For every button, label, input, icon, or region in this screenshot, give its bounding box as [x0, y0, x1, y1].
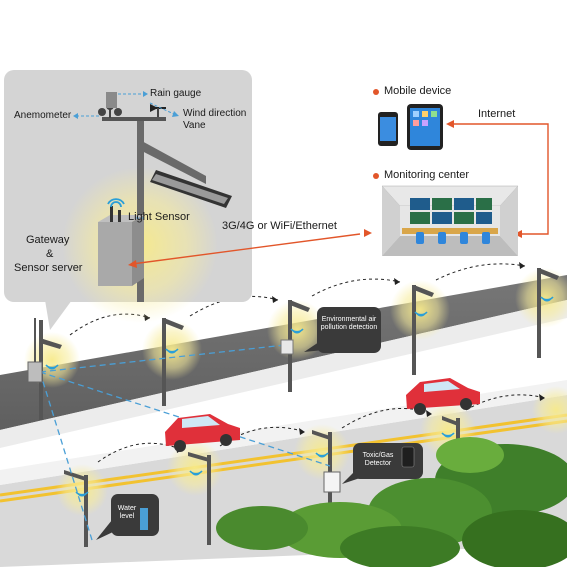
monitoring-center-label: Monitoring center: [384, 169, 469, 181]
rain-gauge-label: Rain gauge: [150, 88, 202, 99]
gateway-label-2: &: [46, 248, 54, 260]
wifi-icons: [45, 296, 554, 497]
water-callout-line-2: level: [119, 513, 135, 521]
bullet-mobile: [373, 89, 379, 95]
gas-detector-box: [323, 471, 341, 493]
water-callout-line-1: Water: [117, 505, 137, 512]
env-callout-line-2: pollution detection: [320, 324, 378, 332]
panel-leader-lines: [76, 93, 177, 219]
phone-icon: [378, 112, 398, 146]
gateway-label-3: Sensor server: [14, 262, 83, 274]
network-links: [131, 123, 549, 265]
anemometer-label: Anemometer: [14, 110, 72, 121]
toxic-callout-bubble: [342, 443, 423, 484]
trees: [216, 437, 567, 567]
bullet-monitoring: [373, 173, 379, 179]
car-right: [406, 378, 480, 415]
toxic-callout-line-1: Toxic/Gas: [362, 452, 394, 459]
network-label: 3G/4G or WiFi/Ethernet: [222, 220, 337, 232]
gateway-label-1: Gateway: [26, 234, 70, 246]
car-left: [165, 414, 240, 452]
weather-station-panel: [4, 70, 252, 330]
light-sensor-label: Light Sensor: [128, 211, 190, 223]
water-callout-bubble: [96, 494, 159, 540]
monitoring-center-room: [381, 185, 519, 256]
internet-label: Internet: [478, 108, 516, 120]
gateway-box-on-pole: [27, 318, 43, 383]
wind-vane-label-2: Vane: [183, 120, 206, 131]
air-sensor-box: [280, 339, 294, 355]
toxic-callout-line-2: Detector: [364, 460, 392, 468]
tablet-icon: [407, 104, 443, 150]
mobile-device-label: Mobile device: [384, 85, 452, 97]
env-callout: Environmental air pollution detection: [318, 316, 380, 333]
env-callout-line-1: Environmental air: [321, 316, 377, 323]
env-callout-bubble: [304, 307, 381, 353]
toxic-callout: Toxic/Gas Detector: [354, 452, 402, 469]
wind-vane-label-1: Wind direction: [183, 108, 247, 119]
water-callout: Water level: [112, 505, 142, 522]
panel-leader-arrowheads: [73, 91, 179, 119]
